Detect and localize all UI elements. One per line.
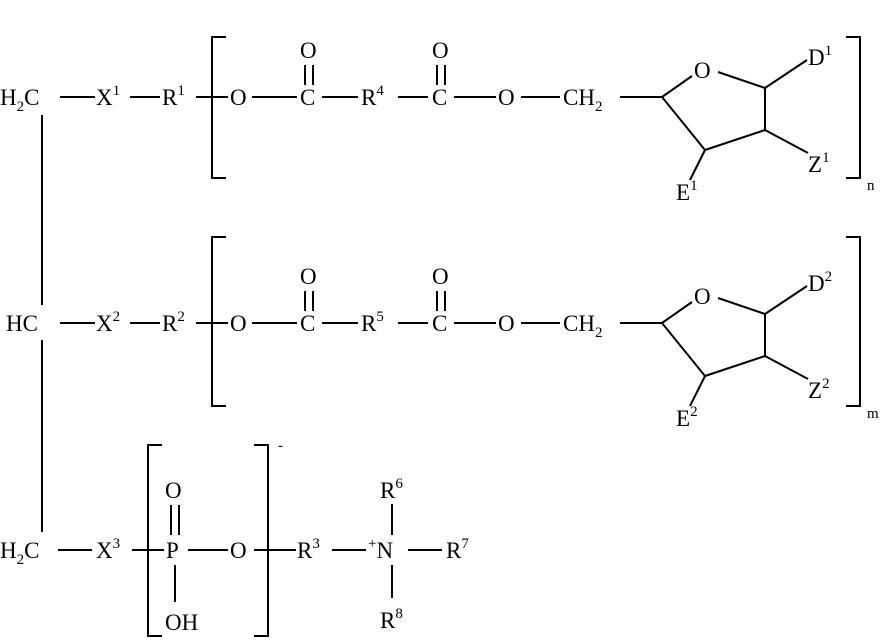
d2-label: D2 xyxy=(808,269,832,296)
r3-label: R3 xyxy=(297,536,320,563)
bracket-open xyxy=(212,237,226,406)
x1-label: X1 xyxy=(96,83,120,110)
r4-label: R4 xyxy=(361,83,384,110)
bracket-open xyxy=(148,445,162,636)
h2c-label: H2C xyxy=(0,538,39,568)
ammonium-nitrogen: +N xyxy=(368,536,393,563)
bracket-close xyxy=(846,237,860,406)
r8-label: R8 xyxy=(380,606,403,633)
carbonyl-carbon: C xyxy=(432,311,447,336)
ch2-label: CH2 xyxy=(563,85,602,115)
repeat-count-m: m xyxy=(867,406,879,422)
row-1-chain: H2C X1 R1 O C O R4 C O O CH2 O D1 Z1 E1 xyxy=(0,37,875,205)
e1-label: E1 xyxy=(676,178,698,205)
x2-label: X2 xyxy=(96,309,120,336)
phosphoryl-oxygen: O xyxy=(165,478,182,503)
carbonyl-carbon: C xyxy=(300,85,315,110)
r1-label: R1 xyxy=(162,83,185,110)
row-3-phosphocholine: H2C X3 P O OH O - R3 +N R6 R8 R7 xyxy=(0,438,469,636)
ester-oxygen: O xyxy=(230,311,247,336)
row-2-chain: HC X2 R2 O C O R5 C O O CH2 O D2 Z2 E2 xyxy=(6,237,879,431)
ch2-label: CH2 xyxy=(563,311,602,341)
ring-oxygen: O xyxy=(694,284,711,309)
ester-oxygen: O xyxy=(230,85,247,110)
r5-label: R5 xyxy=(361,309,384,336)
x3-label: X3 xyxy=(96,536,120,563)
carbonyl-carbon: C xyxy=(300,311,315,336)
hydroxyl: OH xyxy=(165,610,198,635)
phosphorus: P xyxy=(166,538,179,563)
r7-label: R7 xyxy=(446,536,469,563)
carbonyl-oxygen: O xyxy=(432,38,449,63)
bracket-close xyxy=(254,445,268,636)
ester-oxygen: O xyxy=(230,538,247,563)
carbonyl-carbon: C xyxy=(432,85,447,110)
z1-label: Z1 xyxy=(808,150,830,177)
repeat-count-n: n xyxy=(867,178,875,194)
e2-label: E2 xyxy=(676,404,698,431)
negative-charge: - xyxy=(278,438,283,454)
ring-oxygen: O xyxy=(694,58,711,83)
r2-label: R2 xyxy=(162,309,185,336)
carbonyl-oxygen: O xyxy=(300,38,317,63)
d1-label: D1 xyxy=(808,43,832,70)
hc-label: HC xyxy=(6,311,38,336)
carbonyl-oxygen: O xyxy=(300,264,317,289)
h2c-label: H2C xyxy=(0,85,39,115)
bracket-open xyxy=(212,37,226,178)
ester-oxygen: O xyxy=(498,85,515,110)
bracket-close xyxy=(846,37,860,178)
ester-oxygen: O xyxy=(498,311,515,336)
r6-label: R6 xyxy=(380,476,403,503)
z2-label: Z2 xyxy=(808,376,830,403)
carbonyl-oxygen: O xyxy=(432,264,449,289)
